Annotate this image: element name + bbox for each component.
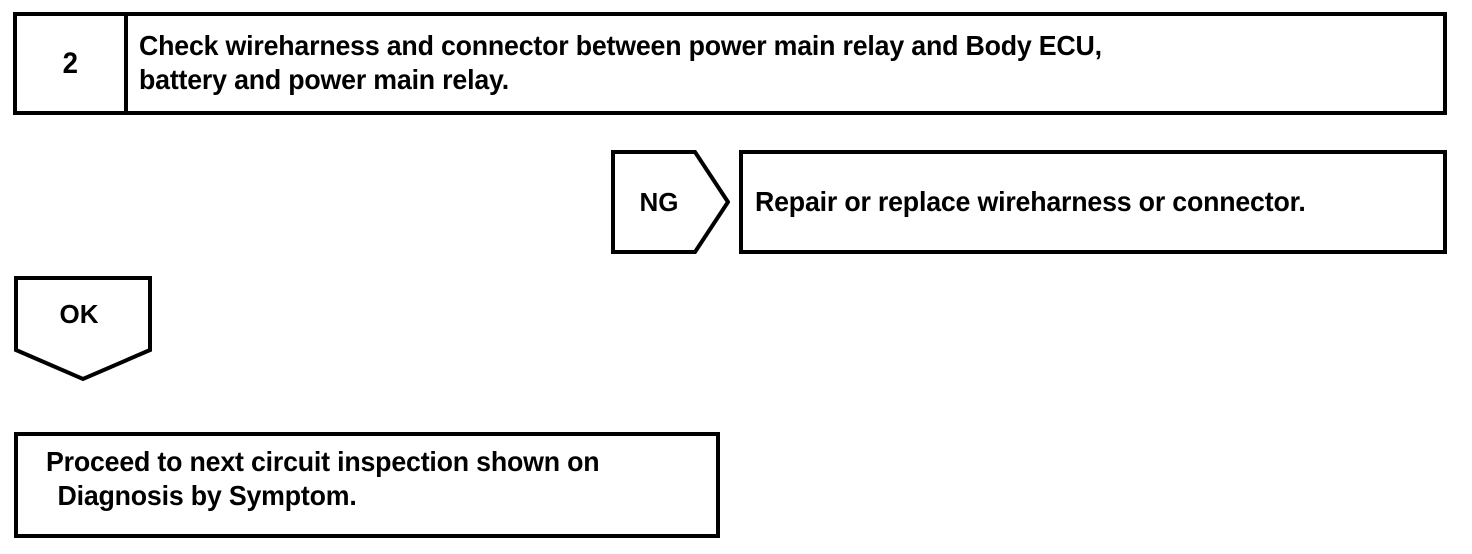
step-2-row: 2 Check wireharness and connector betwee… (13, 12, 1447, 115)
ok-pentagon-shape (14, 276, 152, 382)
ng-result-text: Repair or replace wireharness or connect… (755, 186, 1306, 217)
step-number: 2 (62, 46, 79, 80)
step-instruction-line-1: Check wireharness and connector between … (139, 30, 1102, 61)
ng-result-box: Repair or replace wireharness or connect… (739, 150, 1447, 254)
ok-arrow-pentagon: OK (14, 276, 152, 382)
ok-result-box: Proceed to next circuit inspection shown… (14, 432, 720, 538)
step-instruction-cell: Check wireharness and connector between … (128, 16, 1443, 111)
ng-label: NG (639, 186, 679, 217)
step-number-cell: 2 (17, 16, 128, 111)
ok-result-line-2: Diagnosis by Symptom. (57, 480, 357, 511)
ok-label: OK (59, 298, 99, 329)
step-instruction-line-2: battery and power main relay. (139, 64, 509, 95)
ok-result-line-1: Proceed to next circuit inspection shown… (46, 446, 600, 477)
ng-pentagon-shape (611, 150, 730, 254)
ng-arrow-pentagon: NG (611, 150, 730, 254)
